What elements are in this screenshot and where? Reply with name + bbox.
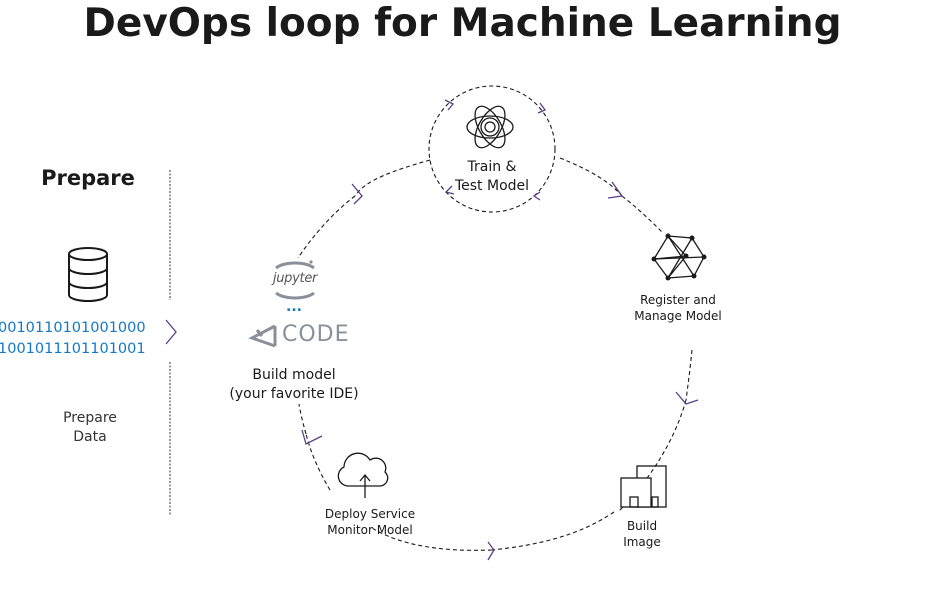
- page-title: DevOps loop for Machine Learning: [83, 1, 842, 46]
- loop-arrowheads: [301, 99, 699, 561]
- build-image-label-line2: Image: [623, 535, 661, 549]
- network-icon: [651, 233, 707, 281]
- build-image-label-line1: Build: [626, 519, 658, 533]
- register-manage-label: Register and Manage Model: [618, 292, 738, 324]
- deploy-monitor-label: Deploy Service Monitor Model: [310, 506, 430, 538]
- build-image-label: Build Image: [612, 518, 672, 550]
- database-icon: [68, 247, 108, 302]
- prepare-data-label-line2: Data: [73, 429, 107, 445]
- binary-line-1: 0010110101001000: [0, 320, 146, 336]
- deploy-label-line2: Monitor Model: [327, 523, 413, 537]
- register-label-line1: Register and: [640, 293, 716, 307]
- ide-ellipsis: ...: [286, 299, 302, 315]
- deploy-label-line1: Deploy Service: [324, 507, 416, 521]
- build-model-label-line2: (your favorite IDE): [229, 386, 359, 402]
- building-icon: [620, 465, 667, 508]
- vscode-logo-icon: [248, 324, 277, 348]
- jupyter-label: jupyter: [272, 271, 318, 286]
- prepare-data-label: Prepare Data: [40, 409, 140, 447]
- train-circle: [428, 85, 556, 213]
- jupyter-logo-icon: [275, 261, 315, 300]
- atom-icon: [466, 105, 514, 149]
- cloud-upload-icon: [337, 452, 389, 498]
- build-model-label: Build model (your favorite IDE): [222, 366, 366, 404]
- vscode-label: CODE: [282, 322, 350, 347]
- binary-line-2: 1001011101101001: [0, 341, 146, 357]
- register-label-line2: Manage Model: [634, 309, 722, 323]
- train-test-label: Train & Test Model: [432, 158, 552, 196]
- prepare-heading: Prepare: [41, 166, 135, 190]
- prepare-arrow-icon: [165, 319, 177, 345]
- train-label-line2: Test Model: [454, 178, 530, 194]
- train-label-line1: Train &: [467, 159, 517, 175]
- prepare-data-label-line1: Prepare: [63, 410, 117, 426]
- build-model-label-line1: Build model: [252, 367, 336, 383]
- jupyter-dot-icon: [309, 260, 313, 264]
